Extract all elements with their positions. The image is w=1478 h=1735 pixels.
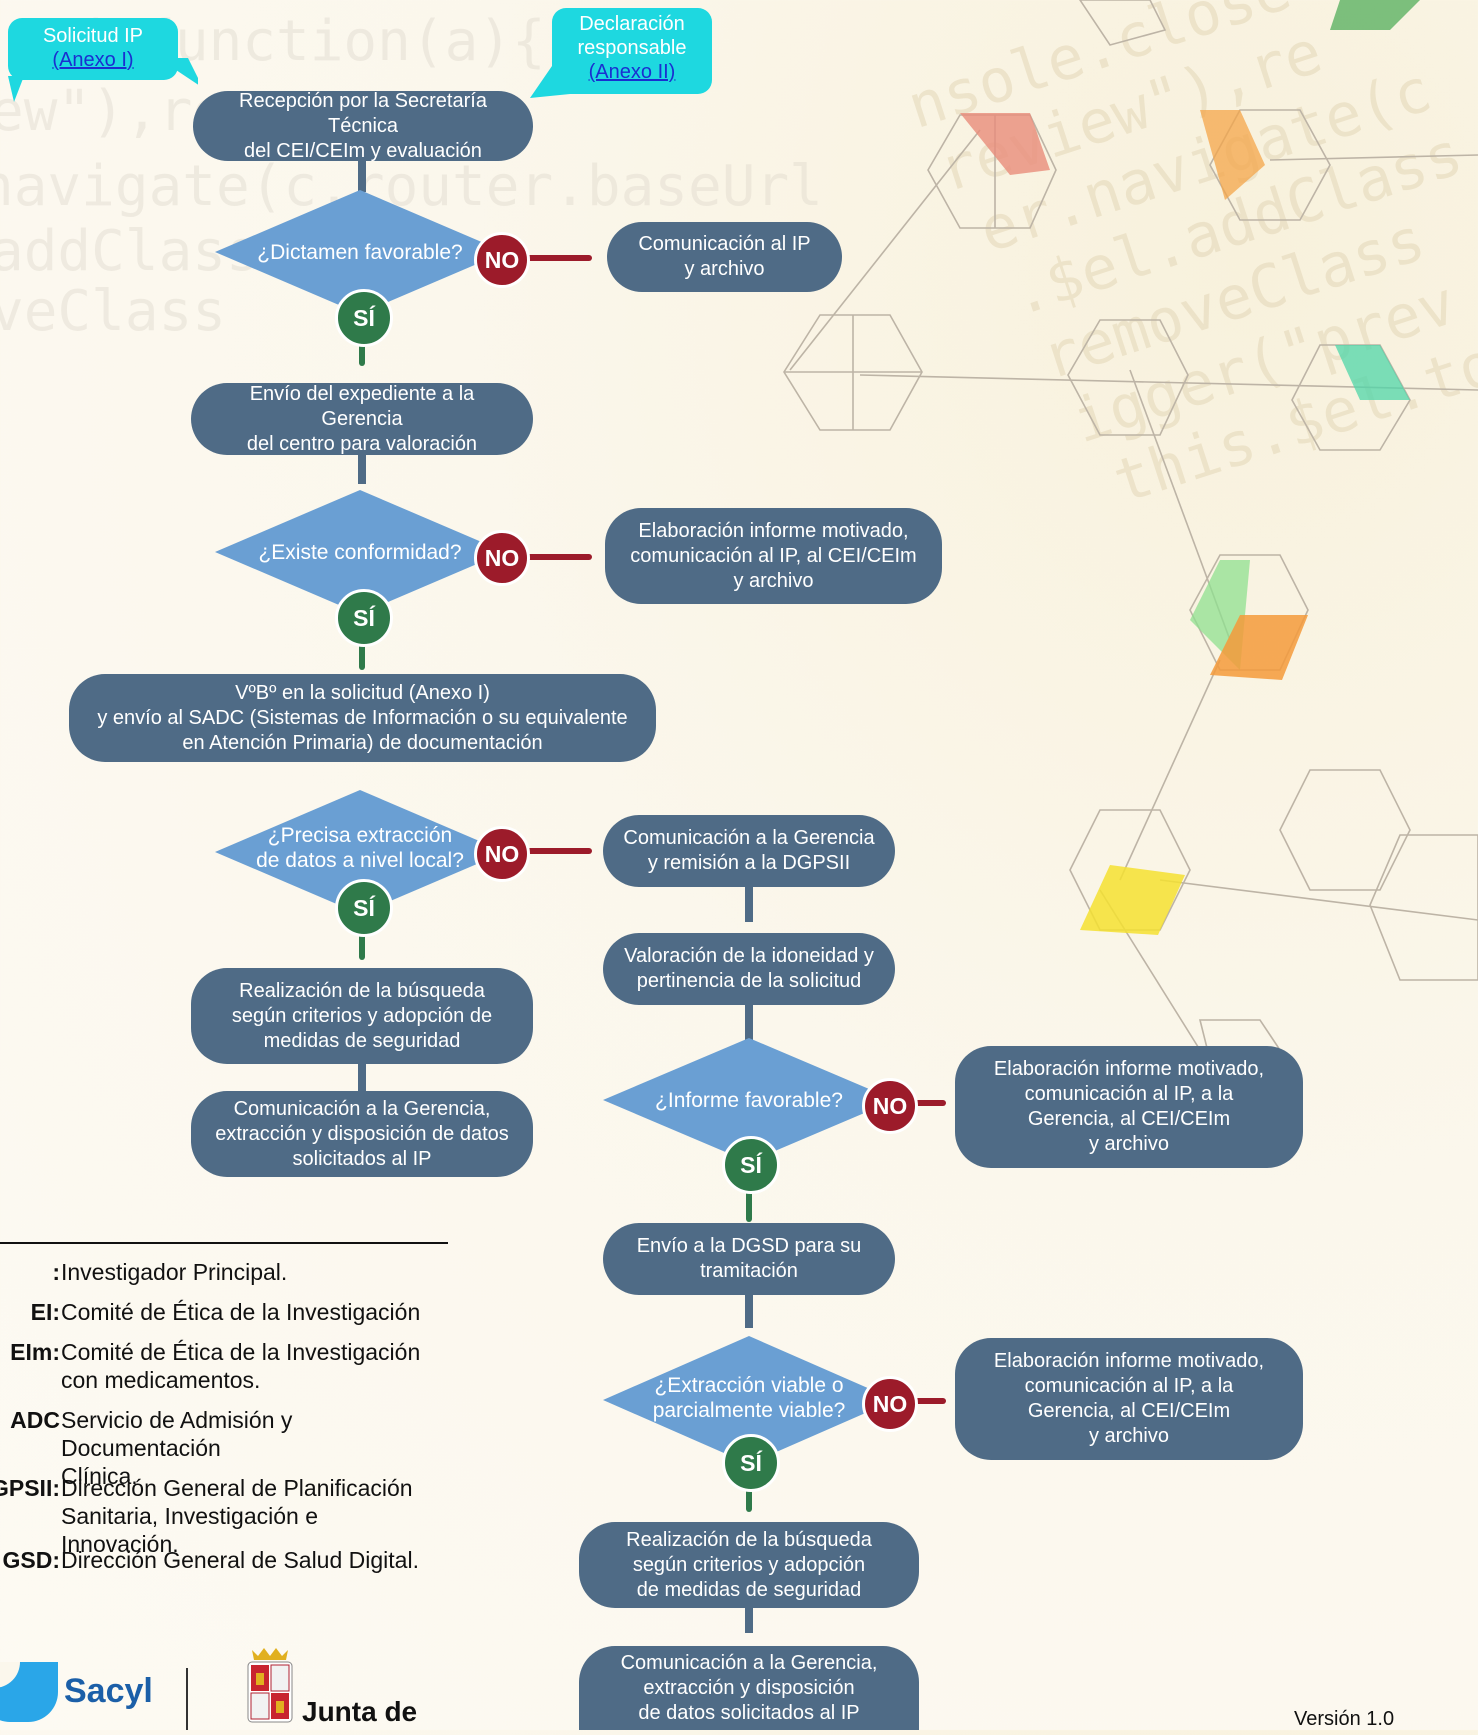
busqueda-box: Realización de la búsqueda según criteri… [191,968,533,1064]
no-badge: NO [862,1078,918,1134]
version-label: Versión 1.0 [1294,1708,1395,1730]
informe-motivado-3-box: Elaboración informe motivado, comunicaci… [955,1338,1303,1460]
diamond-shape [215,790,505,914]
informe-motivado-2-box: Elaboración informe motivado, comunicaci… [955,1046,1303,1168]
connector [745,1004,753,1044]
logo-divider [186,1668,188,1730]
svg-text:veClass: veClass [0,279,226,344]
comunicacion-dgpsii-box: Comunicación a la Gerencia y remisión a … [603,815,895,887]
legend-definition: Comité de Ética de la Investigación [61,1299,421,1325]
legend-divider [0,1242,448,1244]
comunicacion-extraccion2-box: Comunicación a la Gerencia, extracción y… [579,1646,919,1730]
busqueda2-box: Realización de la búsqueda según criteri… [579,1522,919,1608]
si-connector [746,1180,752,1222]
legend-definition: Dirección General de Planificación Sanit… [61,1475,413,1557]
junta-logo: Junta de [244,1646,444,1730]
callout-tail [158,58,198,85]
comunicacion-extraccion-box: Comunicación a la Gerencia, extracción y… [191,1091,533,1177]
envio-dgsd-box: Envío a la DGSD para su tramitación [603,1223,895,1295]
decision-extraccion-local-label: ¿Precisa extracción de datos a nivel loc… [256,824,464,872]
decision-viable: ¿Extracción viable o parcialmente viable… [603,1336,895,1464]
envio-gerencia-box: Envío del expediente a la Gerencia del c… [191,383,533,455]
junta-logo-text: Junta de [302,1696,418,1727]
anexo-i-link[interactable]: (Anexo I) [52,49,134,71]
callout-declaracion: Declaración responsable (Anexo II) [530,8,712,98]
legend-abbreviation: : [52,1259,60,1285]
legend-definition: Dirección General de Salud Digital. [61,1547,419,1573]
diamond-shape [603,1038,895,1162]
no-badge: NO [862,1376,918,1432]
legend-abbreviation: GSD: [2,1547,61,1573]
decision-informe: ¿Informe favorable? [603,1038,895,1162]
no-connector [900,1398,946,1404]
decision-extraccion-local: ¿Precisa extracción de datos a nivel loc… [215,790,505,914]
si-badge: SÍ [335,289,393,347]
no-connector [512,554,592,560]
callout-tail [8,76,24,102]
legend-definition: Comité de Ética de la Investigación con … [61,1339,421,1393]
legend-definition: Servicio de Admisión y Documentación Clí… [61,1407,293,1489]
callout-tail [530,66,570,98]
valoracion-box: Valoración de la idoneidad y pertinencia… [603,933,895,1005]
no-connector [512,255,592,261]
connector [745,1607,753,1633]
coat-of-arms-icon [247,1648,293,1723]
sacyl-logo-text: Sacyl [64,1672,153,1710]
si-connector [359,630,365,670]
connector [358,1063,366,1093]
si-connector [359,920,365,960]
legend-definition: Investigador Principal. [61,1259,288,1285]
legend-abbreviation: EIm: [10,1339,60,1365]
si-connector [746,1480,752,1512]
diamond-shape [215,190,505,314]
svg-text:ew"),re: ew"),re [0,79,226,144]
sacyl-logo: Sacyl [0,1656,153,1730]
no-connector [900,1100,946,1106]
informe-motivado-1-box: Elaboración informe motivado, comunicaci… [605,508,942,604]
callout-solicitud-title: Solicitud IP [42,25,144,47]
legend-abbreviation: GPSII: [0,1475,60,1501]
vb-solicitud-box: VºBº en la solicitud (Anexo I) y envío a… [69,674,656,762]
connector [358,454,366,484]
decision-viable-label: ¿Extracción viable o parcialmente viable… [652,1374,846,1422]
connector [358,160,366,192]
callout-solicitud-ip: Solicitud IP (Anexo I) [8,18,198,102]
si-connector [359,330,365,366]
decision-dictamen-label: ¿Dictamen favorable? [257,240,463,264]
diamond-shape [215,490,505,614]
connector [745,1294,753,1328]
decision-dictamen: ¿Dictamen favorable? [215,190,505,314]
decision-conformidad: ¿Existe conformidad? [215,490,505,614]
connector [745,886,753,922]
no-connector [512,848,592,854]
callout-declaracion-title: Declaración responsable [577,13,687,59]
si-badge: SÍ [722,1136,780,1194]
no-badge: NO [474,232,530,288]
recepcion-box: Recepción por la Secretaría Técnica del … [193,90,533,162]
comunicacion-ip-archivo-box: Comunicación al IP y archivo [607,222,842,292]
decision-informe-label: ¿Informe favorable? [655,1088,843,1112]
svg-text:navigate(c.router.baseUrl: navigate(c.router.baseUrl [0,154,823,219]
no-badge: NO [474,530,530,586]
si-badge: SÍ [335,589,393,647]
legend-abbreviation: ADC [10,1407,60,1433]
decision-conformidad-label: ¿Existe conformidad? [258,540,462,564]
anexo-ii-link[interactable]: (Anexo II) [588,61,676,83]
si-badge: SÍ [722,1434,780,1492]
si-badge: SÍ [335,879,393,937]
legend-abbreviation: EI: [30,1299,60,1325]
no-badge: NO [474,826,530,882]
diamond-shape [603,1336,895,1464]
